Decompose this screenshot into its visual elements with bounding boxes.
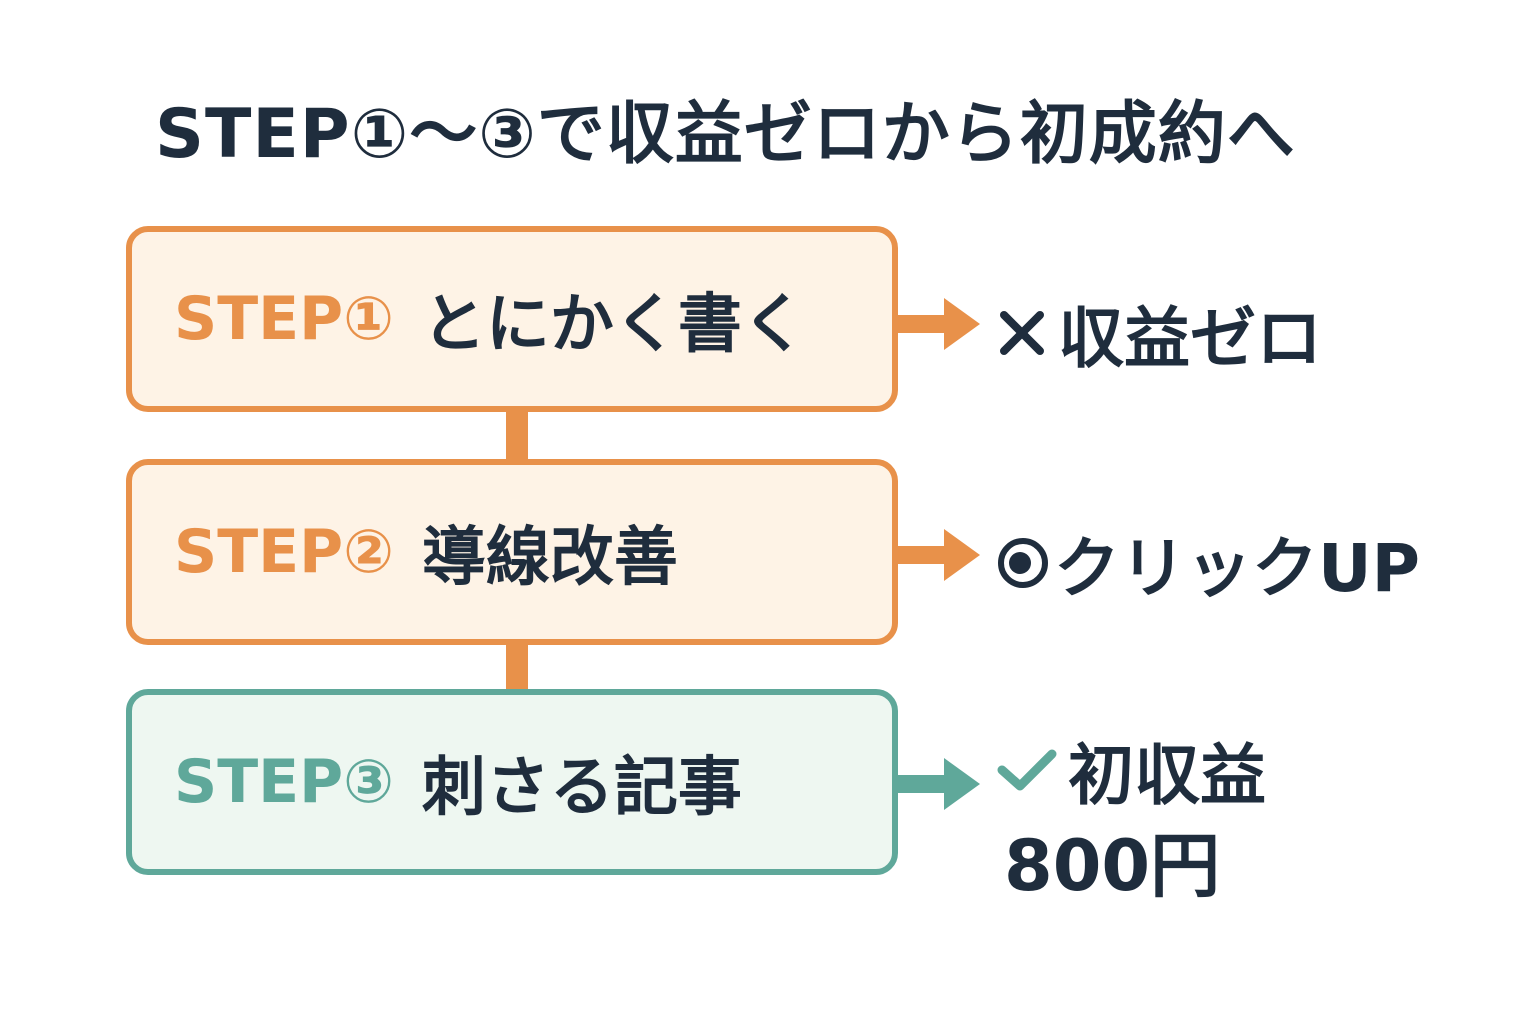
cross-icon [1000,311,1044,355]
step-1-result-text: 収益ゼロ [1058,300,1322,377]
step-3-text: 刺さる記事 [421,751,742,825]
step-1-box: STEP① とにかく書く [126,226,898,412]
step-2-box: STEP② 導線改善 [126,459,898,645]
step-3-label: STEP③ [174,747,394,817]
step-3-result-text: 初収益 [1068,737,1266,814]
step-1-label: STEP① [174,284,394,354]
step-1-text: とにかく書く [421,288,806,362]
arrow-right-icon [898,758,980,810]
connector-1-2 [506,412,528,464]
step-2-result: クリックUP [996,515,1420,611]
connector-2-3 [506,645,528,694]
step-3-box: STEP③ 刺さる記事 [126,689,898,875]
step-2-label: STEP② [174,517,394,587]
diagram-title: STEP①〜③で収益ゼロから初成約へ [155,95,1296,174]
bullseye-icon [998,538,1048,588]
step-3-result: 初収益 [996,722,1266,818]
step-2-text: 導線改善 [421,521,678,595]
arrow-right-icon [898,298,980,350]
step-1-result: 収益ゼロ [996,285,1322,381]
step-3-result-amount: 800円 [1004,825,1221,907]
arrow-right-icon [898,529,980,581]
check-icon [997,749,1057,791]
step-2-result-text: クリックUP [1054,530,1420,607]
